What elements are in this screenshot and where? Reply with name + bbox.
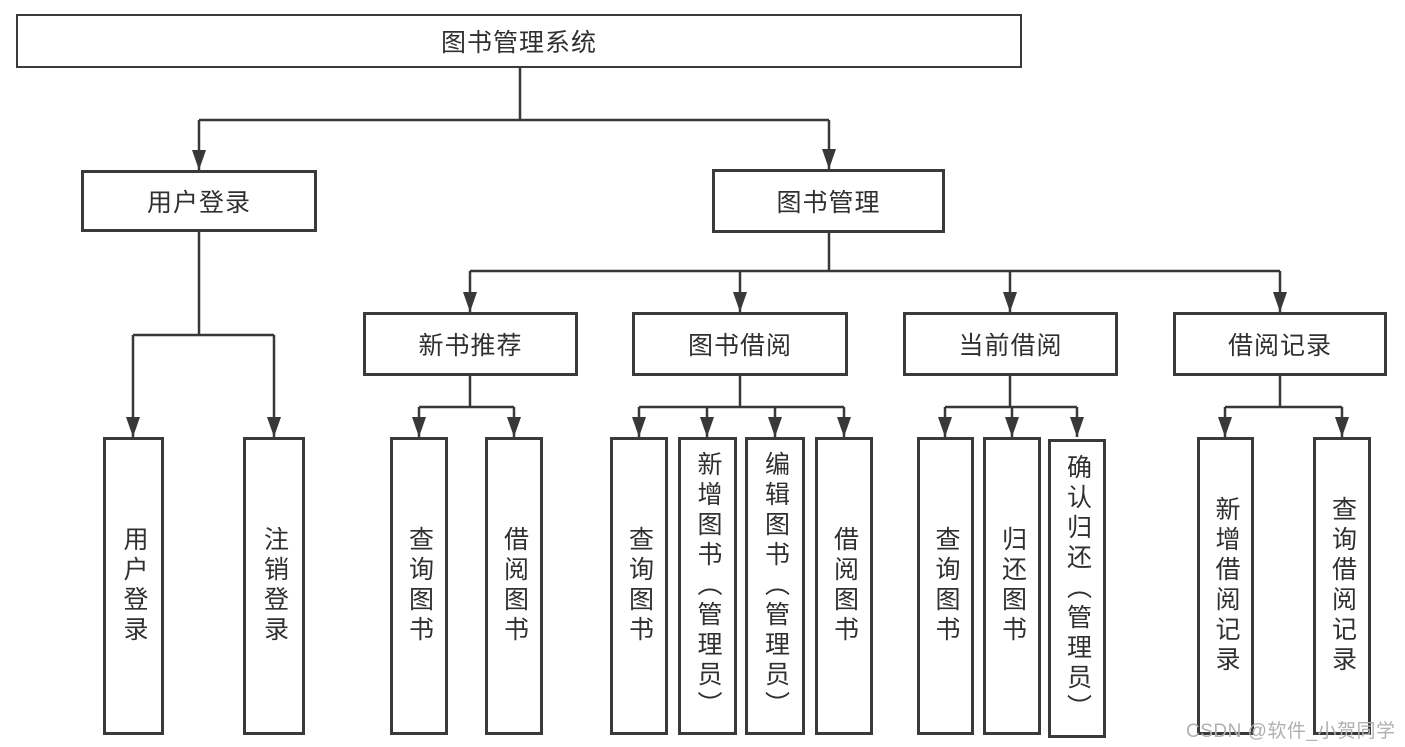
node-label: 查询图书 <box>932 526 960 646</box>
node-label: 新增借阅记录 <box>1212 496 1240 676</box>
node-label: 借阅记录 <box>1227 332 1332 360</box>
node-user-login: 用户登录 <box>81 170 317 232</box>
node-label: 借阅图书 <box>500 526 529 646</box>
leaf-borrow-borrow-book: 借阅图书 <box>815 437 873 735</box>
leaf-logout-login: 注销登录 <box>243 437 305 735</box>
branch-root <box>199 68 829 122</box>
node-borrow-record: 借阅记录 <box>1173 312 1387 376</box>
node-label: 图书借阅 <box>687 332 792 360</box>
node-label: 归还图书 <box>998 526 1027 646</box>
leaf-borrow-add-book-admin: 新增图书（管理员） <box>678 437 737 735</box>
leaf-current-query-book: 查询图书 <box>917 437 974 735</box>
leaf-current-return-book: 归还图书 <box>983 437 1041 735</box>
node-new-book-recommend: 新书推荐 <box>363 312 578 376</box>
branch-current-borrow <box>945 376 1077 409</box>
node-label: 新增图书（管理员） <box>694 451 722 721</box>
leaf-recommend-borrow-book: 借阅图书 <box>485 437 543 735</box>
branch-book-management <box>470 233 1280 273</box>
node-label: 图书管理 <box>776 189 881 217</box>
node-label: 查询图书 <box>625 526 654 646</box>
branch-borrow-record <box>1225 376 1342 409</box>
leaf-borrow-edit-book-admin: 编辑图书（管理员） <box>745 437 805 735</box>
csdn-watermark: CSDN @软件_小贺同学 <box>1186 721 1396 742</box>
node-label: 当前借阅 <box>958 332 1063 360</box>
leaf-user-login: 用户登录 <box>103 437 164 735</box>
node-book-management: 图书管理 <box>712 169 945 233</box>
node-label: 确认归还（管理员） <box>1063 453 1092 724</box>
leaf-recommend-query-book: 查询图书 <box>390 437 448 735</box>
branch-book-borrow <box>639 376 844 409</box>
node-current-borrow: 当前借阅 <box>903 312 1118 376</box>
node-label: 用户登录 <box>120 526 148 646</box>
leaf-borrow-query-book: 查询图书 <box>610 437 668 735</box>
branch-user-login <box>133 232 274 337</box>
leaf-current-confirm-return-admin: 确认归还（管理员） <box>1048 439 1106 738</box>
node-label: 查询图书 <box>405 526 434 646</box>
node-label: 图书管理系统 <box>440 29 597 57</box>
node-label: 新书推荐 <box>418 332 523 360</box>
node-label: 查询借阅记录 <box>1328 496 1357 676</box>
node-book-borrow: 图书借阅 <box>632 312 848 376</box>
node-label: 借阅图书 <box>830 526 859 646</box>
node-library-management-system: 图书管理系统 <box>16 14 1022 68</box>
node-label: 注销登录 <box>260 526 289 646</box>
leaf-record-query: 查询借阅记录 <box>1313 437 1371 735</box>
branch-new-book-recommend <box>419 376 514 409</box>
node-label: 用户登录 <box>146 189 251 217</box>
leaf-record-add: 新增借阅记录 <box>1197 437 1254 735</box>
node-label: 编辑图书（管理员） <box>761 451 790 721</box>
